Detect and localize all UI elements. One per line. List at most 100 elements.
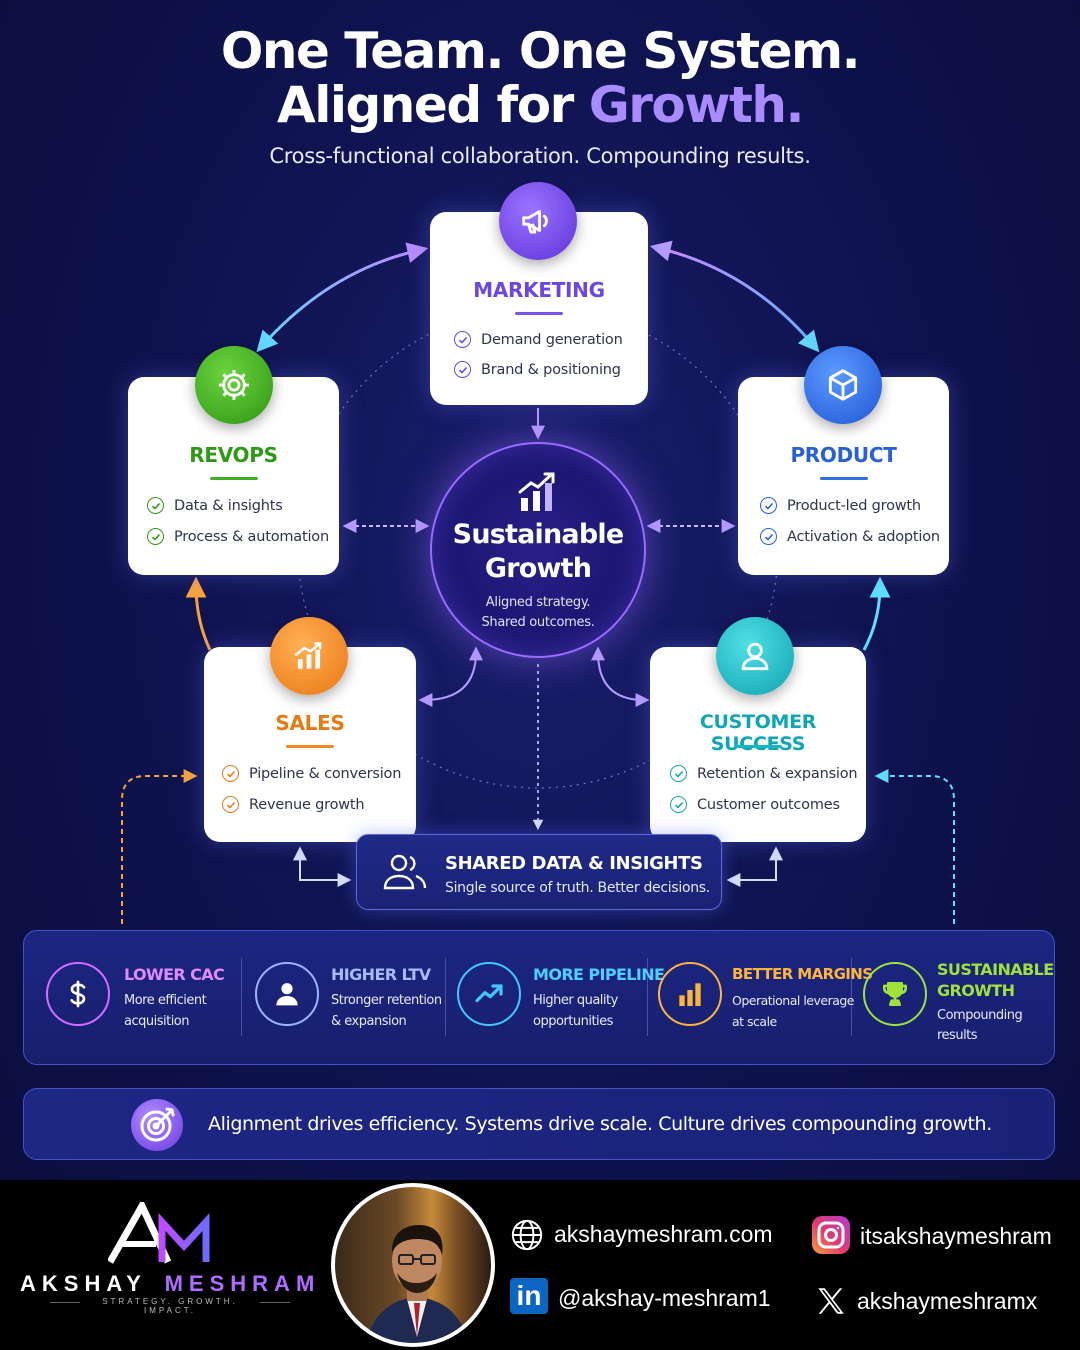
marketing-item-label: Brand & positioning	[481, 361, 621, 378]
page-subtitle: Cross-functional collaboration. Compound…	[269, 144, 811, 168]
name-last: MESHRAM	[164, 1271, 321, 1296]
cube-icon	[804, 346, 882, 424]
logo	[106, 1198, 218, 1264]
check-icon	[760, 528, 777, 545]
check-icon	[222, 765, 239, 782]
sustainable-growth-hub	[430, 442, 646, 658]
sales-title: SALES	[275, 711, 345, 735]
x-link[interactable]: akshaymeshramx	[857, 1288, 1038, 1314]
shared-data-box	[356, 834, 722, 910]
center-sub-line1: Aligned strategy.	[485, 595, 591, 610]
sales-rule	[286, 745, 334, 748]
check-icon	[670, 796, 687, 813]
page-title-line1: One Team. One System.	[220, 22, 861, 80]
tagline-text: Alignment drives efficiency. Systems dri…	[208, 1113, 992, 1135]
center-sub-line2: Shared outcomes.	[481, 615, 595, 630]
linkedin-icon: in	[510, 1278, 548, 1314]
users-icon	[382, 852, 428, 892]
benefit-sub: More efficient	[124, 993, 207, 1008]
website-link[interactable]: akshaymeshram.com	[554, 1221, 773, 1247]
page-title-line2: Aligned for Growth.	[0, 76, 1080, 134]
bar-chart-icon	[658, 962, 722, 1026]
marketing-item: Demand generation	[454, 331, 623, 348]
sales-card: SALES Pipeline & conversion Revenue grow…	[204, 647, 416, 842]
marketing-rule	[515, 312, 563, 315]
benefit-sub: Stronger retention	[331, 993, 442, 1008]
product-item: Product-led growth	[760, 497, 921, 514]
instagram-icon	[812, 1216, 850, 1254]
customer-success-title: CUSTOMER SUCCESS	[699, 711, 817, 755]
growth-chart-icon	[270, 617, 348, 695]
check-icon	[760, 497, 777, 514]
gear-icon	[195, 346, 273, 424]
check-icon	[147, 528, 164, 545]
benefit-sub: at scale	[732, 1014, 777, 1029]
marketing-item: Brand & positioning	[454, 361, 621, 378]
benefit-title: MORE PIPELINE	[533, 965, 665, 984]
product-item-label: Product-led growth	[787, 497, 921, 514]
dollar-icon	[46, 962, 110, 1026]
footer	[0, 1180, 1080, 1350]
check-icon	[147, 497, 164, 514]
sales-item-label: Revenue growth	[249, 796, 365, 813]
product-rule	[820, 477, 868, 480]
instagram-link[interactable]: itsakshaymeshram	[860, 1223, 1052, 1249]
marketing-item-label: Demand generation	[481, 331, 623, 348]
customer-success-item: Customer outcomes	[670, 796, 840, 813]
title-accent: Growth.	[588, 76, 805, 134]
check-icon	[670, 765, 687, 782]
check-icon	[222, 796, 239, 813]
shared-data-title: SHARED DATA & INSIGHTS	[445, 853, 703, 874]
product-item-label: Activation & adoption	[787, 528, 940, 545]
tagline-box	[23, 1088, 1055, 1160]
center-title-line1: Sustainable	[452, 519, 624, 550]
benefit-sub: Operational leverage	[732, 993, 855, 1008]
benefit-divider	[241, 958, 242, 1036]
bar-chart-arrow-icon	[518, 470, 558, 512]
benefit-title: HIGHER LTV	[331, 965, 431, 984]
revops-item-label: Data & insights	[174, 497, 283, 514]
customer-success-rule	[734, 745, 782, 748]
benefit-sub: acquisition	[124, 1014, 190, 1029]
linkedin-link[interactable]: @akshay-meshram1	[558, 1285, 771, 1311]
benefit-divider	[851, 958, 852, 1036]
check-icon	[454, 361, 471, 378]
benefit-sub: Compounding	[937, 1008, 1023, 1023]
revops-title: REVOPS	[189, 443, 278, 467]
footer-tagline: STRATEGY. GROWTH. IMPACT.	[80, 1297, 260, 1315]
benefit-sub: & expansion	[331, 1014, 407, 1029]
revops-rule	[210, 477, 258, 480]
benefit-divider	[647, 958, 648, 1036]
benefit-divider	[445, 958, 446, 1036]
avatar	[331, 1183, 495, 1347]
benefit-sub: results	[937, 1028, 978, 1043]
revops-item-label: Process & automation	[174, 528, 329, 545]
footer-name: AKSHAY MESHRAM	[20, 1271, 320, 1297]
marketing-title: MARKETING	[473, 278, 605, 302]
check-icon	[454, 331, 471, 348]
product-title: PRODUCT	[790, 443, 897, 467]
benefit-title: LOWER CAC	[124, 965, 225, 984]
customer-success-item-label: Retention & expansion	[697, 765, 858, 782]
center-title-line2: Growth	[484, 553, 592, 584]
shared-data-subtitle: Single source of truth. Better decisions…	[445, 880, 710, 896]
product-item: Activation & adoption	[760, 528, 940, 545]
benefit-title: GROWTH	[937, 981, 1015, 1000]
user-icon	[255, 962, 319, 1026]
benefit-title: BETTER MARGINS	[732, 965, 873, 983]
title-prefix: Aligned for	[277, 76, 574, 134]
customer-success-item-label: Customer outcomes	[697, 796, 840, 813]
user-icon	[716, 617, 794, 695]
customer-success-item: Retention & expansion	[670, 765, 858, 782]
target-icon	[131, 1099, 183, 1151]
sales-item-label: Pipeline & conversion	[249, 765, 402, 782]
x-icon	[814, 1284, 848, 1318]
sales-item: Pipeline & conversion	[222, 765, 401, 782]
revops-item: Data & insights	[147, 497, 283, 514]
revops-item: Process & automation	[147, 528, 329, 545]
benefit-sub: Higher quality	[533, 993, 618, 1008]
benefit-title: SUSTAINABLE	[937, 960, 1054, 979]
globe-icon	[510, 1218, 544, 1252]
product-card: PRODUCT Product-led growth Activation & …	[738, 377, 949, 575]
megaphone-icon	[499, 182, 577, 260]
